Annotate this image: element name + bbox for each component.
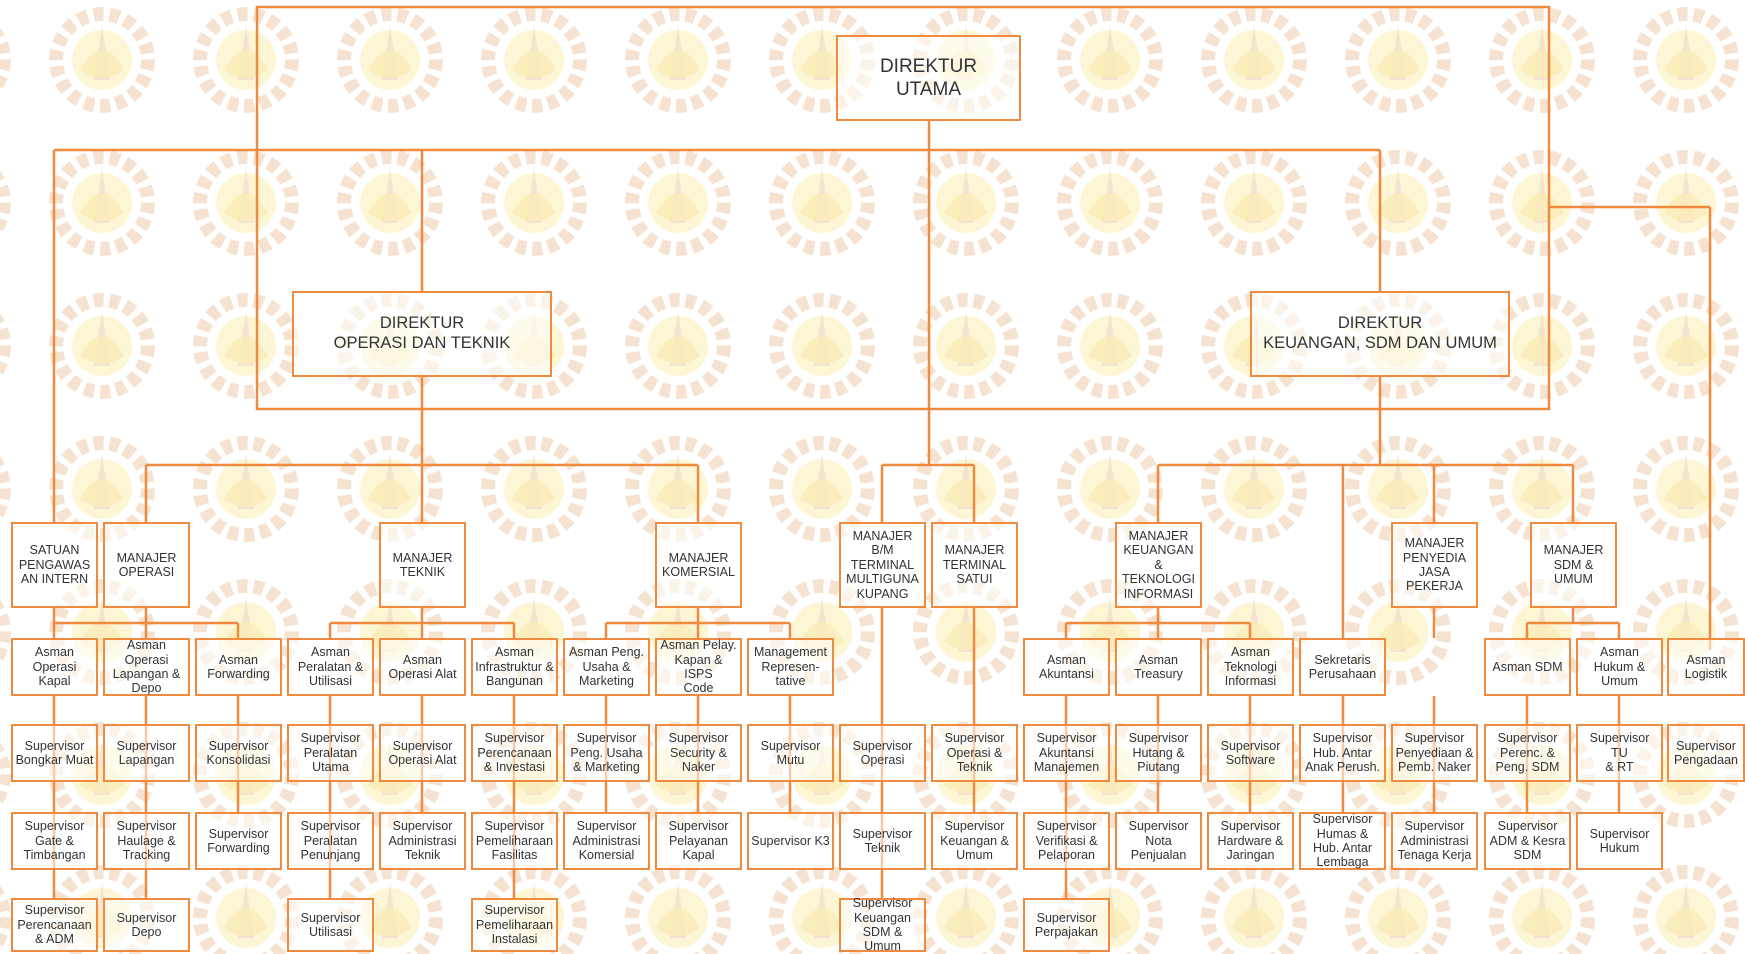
asman-box: Asman Akuntansi xyxy=(1023,638,1110,696)
supervisor-box: Supervisor Perencanaan & ADM xyxy=(11,898,98,952)
supervisor-box: Supervisor Mutu xyxy=(747,724,834,782)
supervisor-box: Supervisor TU & RT xyxy=(1576,724,1663,782)
supervisor-box: Supervisor Hutang & Piutang xyxy=(1115,724,1202,782)
supervisor-box: Supervisor Bongkar Muat xyxy=(11,724,98,782)
supervisor-box: Supervisor Peng. Usaha & Marketing xyxy=(563,724,650,782)
supervisor-box: Supervisor Security & Naker xyxy=(655,724,742,782)
asman-box: Asman Treasury xyxy=(1115,638,1202,696)
manajer-operasi-box: MANAJER OPERASI xyxy=(103,522,190,608)
supervisor-box: Supervisor Hardware & Jaringan xyxy=(1207,812,1294,870)
manajer-terminal-satui-box: MANAJER TERMINAL SATUI xyxy=(931,522,1018,608)
supervisor-box: Supervisor K3 xyxy=(747,812,834,870)
supervisor-box: Supervisor Administrasi Komersial xyxy=(563,812,650,870)
manajer-bm-terminal-kupang-box: MANAJER B/M TERMINAL MULTIGUNA KUPANG xyxy=(839,522,926,608)
supervisor-box: Supervisor Software xyxy=(1207,724,1294,782)
supervisor-box: Supervisor Perpajakan xyxy=(1023,898,1110,952)
supervisor-box: Supervisor Administrasi Tenaga Kerja xyxy=(1391,812,1478,870)
supervisor-box: Supervisor Depo xyxy=(103,898,190,952)
supervisor-box: Supervisor Teknik xyxy=(839,812,926,870)
asman-box: Asman Operasi Alat xyxy=(379,638,466,696)
manajer-teknik-box: MANAJER TEKNIK xyxy=(379,522,466,608)
supervisor-box: Supervisor Pengadaan xyxy=(1667,724,1745,782)
supervisor-box: Supervisor Operasi & Teknik xyxy=(931,724,1018,782)
supervisor-box: Supervisor Operasi xyxy=(839,724,926,782)
supervisor-box: Supervisor Haulage & Tracking xyxy=(103,812,190,870)
supervisor-box: Supervisor ADM & Kesra SDM xyxy=(1484,812,1571,870)
asman-box: Asman Peralatan & Utilisasi xyxy=(287,638,374,696)
asman-box: Asman SDM xyxy=(1484,638,1571,696)
supervisor-box: Supervisor Perencanaan & Investasi xyxy=(471,724,558,782)
asman-box: Asman Logistik xyxy=(1667,638,1745,696)
asman-box: Asman Teknologi Informasi xyxy=(1207,638,1294,696)
asman-box: Asman Hukum & Umum xyxy=(1576,638,1663,696)
manajer-komersial-box: MANAJER KOMERSIAL xyxy=(655,522,742,608)
asman-box: Asman Pelay. Kapan & ISPS Code xyxy=(655,638,742,696)
satuan-pengawas-intern-box: SATUAN PENGAWAS AN INTERN xyxy=(11,522,98,608)
manajer-penyedia-jasa-pekerja-box: MANAJER PENYEDIA JASA PEKERJA xyxy=(1391,522,1478,608)
asman-box: Asman Peng. Usaha & Marketing xyxy=(563,638,650,696)
manajer-sdm-umum-box: MANAJER SDM & UMUM xyxy=(1530,522,1617,608)
asman-box: Asman Operasi Lapangan & Depo xyxy=(103,638,190,696)
asman-box: Management Represen- tative xyxy=(747,638,834,696)
supervisor-box: Supervisor Pelayanan Kapal xyxy=(655,812,742,870)
direktur-utama-box: DIREKTUR UTAMA xyxy=(836,35,1021,121)
supervisor-box: Supervisor Lapangan xyxy=(103,724,190,782)
supervisor-box: Supervisor Humas & Hub. Antar Lembaga xyxy=(1299,812,1386,870)
direktur-operasi-teknik-box: DIREKTUR OPERASI DAN TEKNIK xyxy=(292,291,552,377)
supervisor-box: Supervisor Utilisasi xyxy=(287,898,374,952)
supervisor-box: Supervisor Keuangan & Umum xyxy=(931,812,1018,870)
sekretaris-perusahaan-box: Sekretaris Perusahaan xyxy=(1299,638,1386,696)
asman-box: Asman Infrastruktur & Bangunan xyxy=(471,638,558,696)
asman-box: Asman Operasi Kapal xyxy=(11,638,98,696)
supervisor-box: Supervisor Perenc. & Peng. SDM xyxy=(1484,724,1571,782)
supervisor-box: Supervisor Hukum xyxy=(1576,812,1663,870)
supervisor-box: Supervisor Nota Penjualan xyxy=(1115,812,1202,870)
supervisor-box: Supervisor Hub. Antar Anak Perush. xyxy=(1299,724,1386,782)
supervisor-box: Supervisor Verifikasi & Pelaporan xyxy=(1023,812,1110,870)
supervisor-box: Supervisor Pemeliharaan Fasilitas xyxy=(471,812,558,870)
supervisor-box: Supervisor Peralatan Utama xyxy=(287,724,374,782)
manajer-keuangan-ti-box: MANAJER KEUANGAN & TEKNOLOGI INFORMASI xyxy=(1115,522,1202,608)
supervisor-box: Supervisor Peralatan Penunjang xyxy=(287,812,374,870)
supervisor-box: Supervisor Pemeliharaan Instalasi xyxy=(471,898,558,952)
supervisor-box: Supervisor Keuangan SDM & Umum xyxy=(839,896,926,953)
supervisor-box: Supervisor Gate & Timbangan xyxy=(11,812,98,870)
supervisor-box: Supervisor Forwarding xyxy=(195,812,282,870)
supervisor-box: Supervisor Akuntansi Manajemen xyxy=(1023,724,1110,782)
asman-box: Asman Forwarding xyxy=(195,638,282,696)
supervisor-box: Supervisor Penyediaan & Pemb. Naker xyxy=(1391,724,1478,782)
supervisor-box: Supervisor Operasi Alat xyxy=(379,724,466,782)
supervisor-box: Supervisor Administrasi Teknik xyxy=(379,812,466,870)
direktur-keuangan-sdm-umum-box: DIREKTUR KEUANGAN, SDM DAN UMUM xyxy=(1250,291,1510,377)
supervisor-box: Supervisor Konsolidasi xyxy=(195,724,282,782)
